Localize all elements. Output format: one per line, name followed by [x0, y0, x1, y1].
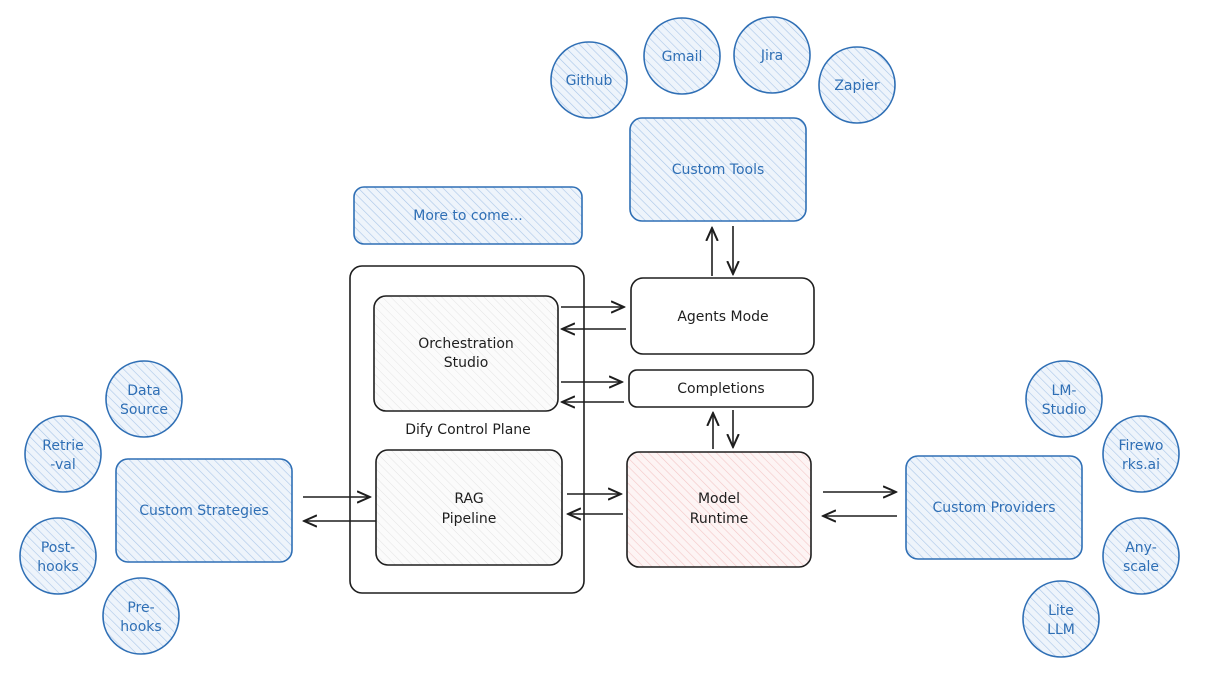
connector-arrows	[303, 226, 897, 521]
control-plane-label: Dify Control Plane	[405, 422, 531, 438]
lm-studio-label-2: Studio	[1042, 402, 1087, 418]
orchestration-studio-box: Orchestration Studio	[373, 295, 559, 412]
more-to-come-box: More to come...	[353, 186, 583, 245]
strategy-circle-pre-hooks: Pre- hooks	[102, 577, 180, 655]
retrieval-label-2: -val	[50, 457, 75, 473]
custom-providers-box: Custom Providers	[905, 455, 1083, 560]
pre-hooks-label-2: hooks	[120, 619, 161, 635]
completions-label: Completions	[677, 381, 764, 397]
anyscale-label-1: Any-	[1125, 540, 1157, 556]
provider-circle-anyscale: Any- scale	[1102, 517, 1180, 595]
provider-circle-fireworks: Firewo rks.ai	[1102, 415, 1180, 493]
lm-studio-label-1: LM-	[1052, 383, 1077, 399]
orchestration-label-2: Studio	[444, 355, 489, 371]
github-label: Github	[566, 73, 613, 89]
tool-circle-jira: Jira	[733, 16, 811, 94]
rag-label-2: Pipeline	[442, 511, 497, 527]
custom-tools-box: Custom Tools	[629, 117, 807, 222]
anyscale-label-2: scale	[1123, 559, 1159, 575]
tool-circle-github: Github	[550, 41, 628, 119]
gmail-label: Gmail	[662, 49, 703, 65]
data-source-label-2: Source	[120, 402, 168, 418]
strategy-circle-data-source: Data Source	[105, 360, 183, 438]
runtime-label-2: Runtime	[690, 511, 748, 527]
jira-label: Jira	[760, 48, 783, 64]
agents-mode-label: Agents Mode	[677, 309, 768, 325]
zapier-label: Zapier	[834, 78, 880, 94]
model-runtime-box: Model Runtime	[626, 451, 812, 568]
custom-strategies-label: Custom Strategies	[139, 503, 269, 519]
pre-hooks-label-1: Pre-	[127, 600, 154, 616]
fireworks-label-2: rks.ai	[1122, 457, 1160, 473]
runtime-label-1: Model	[698, 491, 740, 507]
fireworks-label-1: Firewo	[1118, 438, 1163, 454]
rag-label-1: RAG	[454, 491, 483, 507]
tool-circle-gmail: Gmail	[643, 17, 721, 95]
strategy-circle-post-hooks: Post- hooks	[19, 517, 97, 595]
agents-mode-box: Agents Mode	[630, 277, 815, 355]
more-to-come-label: More to come...	[413, 208, 523, 224]
provider-circle-lm-studio: LM- Studio	[1025, 360, 1103, 438]
post-hooks-label-1: Post-	[41, 540, 75, 556]
custom-strategies-box: Custom Strategies	[115, 458, 293, 563]
retrieval-label-1: Retrie	[42, 438, 83, 454]
litellm-label-2: LLM	[1047, 622, 1075, 638]
custom-tools-label: Custom Tools	[672, 162, 765, 178]
rag-pipeline-box: RAG Pipeline	[375, 449, 563, 566]
tool-circle-zapier: Zapier	[818, 46, 896, 124]
orchestration-label-1: Orchestration	[418, 336, 514, 352]
completions-box: Completions	[628, 369, 814, 408]
post-hooks-label-2: hooks	[37, 559, 78, 575]
provider-circle-litellm: Lite LLM	[1022, 580, 1100, 658]
litellm-label-1: Lite	[1048, 603, 1074, 619]
data-source-label-1: Data	[127, 383, 160, 399]
strategy-circle-retrieval: Retrie -val	[24, 415, 102, 493]
custom-providers-label: Custom Providers	[932, 500, 1055, 516]
